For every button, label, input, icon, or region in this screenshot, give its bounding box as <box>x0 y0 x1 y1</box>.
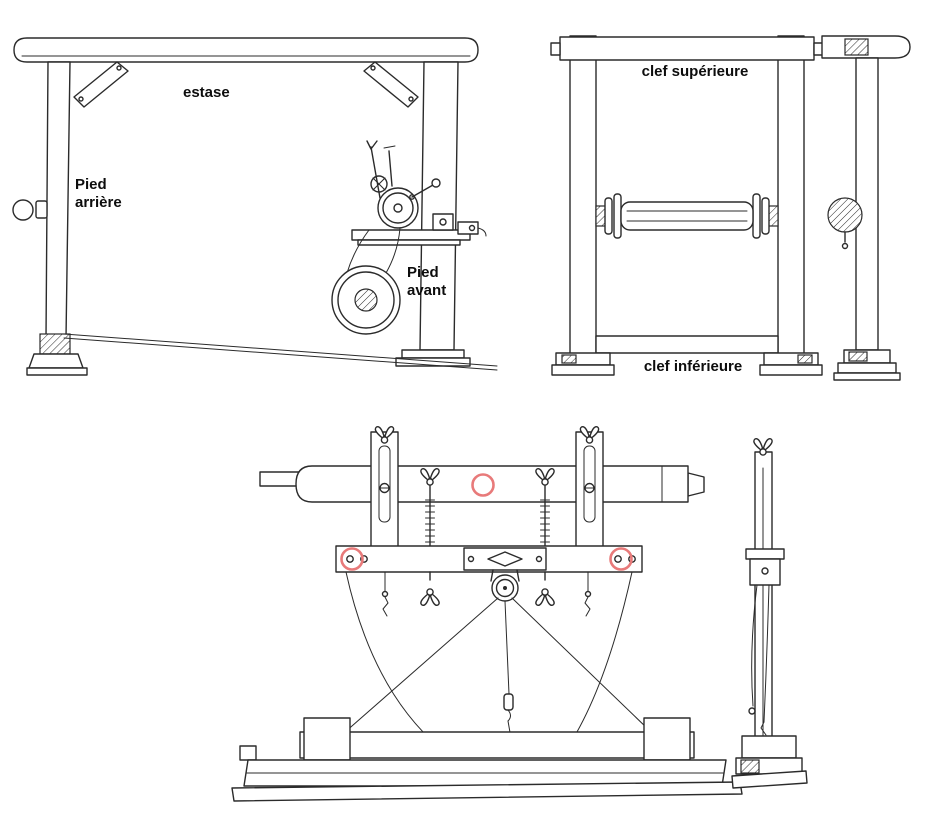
frame-front-view-figure: clef supérieure clef inférieure <box>550 35 824 376</box>
highlight-circle-right <box>609 547 633 571</box>
frame-profile-view-figure <box>821 35 911 381</box>
warp-roller <box>595 193 779 239</box>
tension-rope <box>63 333 498 367</box>
estase-beam <box>13 37 479 63</box>
pied-arriere-label-line2: arrière <box>75 194 122 211</box>
center-pulley <box>490 569 520 602</box>
estase-label: estase <box>183 84 230 101</box>
lower-key-beam <box>595 335 779 354</box>
slotted-upright-right <box>575 425 604 559</box>
pulley-wheel <box>331 227 401 335</box>
threaded-rod-right <box>535 467 555 553</box>
winch-mechanism <box>351 140 487 246</box>
left-post <box>569 35 597 359</box>
bottom-base <box>231 717 743 802</box>
pied-avant-label-line1: Pied <box>407 264 439 281</box>
right-post <box>777 35 805 359</box>
profile-post <box>855 57 879 351</box>
diamond-plate <box>487 551 523 567</box>
threaded-rod-left <box>420 467 440 553</box>
trestle-side-view-figure: estase Pied arrière Pied avant <box>12 37 498 376</box>
slotted-upright-left <box>370 425 399 559</box>
profile-wheel <box>827 197 863 233</box>
clef-superieure-label: clef supérieure <box>642 63 749 80</box>
pied-avant-label-line2: avant <box>407 282 446 299</box>
side-ring <box>12 199 34 221</box>
tensioner-profile-view-figure <box>731 437 808 789</box>
tensioner-top-beam <box>295 465 689 503</box>
rear-leg <box>45 61 71 339</box>
clef-inferieure-label: clef inférieure <box>644 358 742 375</box>
tensioner-front-view-figure <box>231 425 743 802</box>
pied-arriere-label-line1: Pied <box>75 176 107 193</box>
upper-key-beam <box>559 36 815 61</box>
highlight-circle-left <box>340 547 364 571</box>
side-ring-bracket <box>35 200 48 219</box>
highlight-circle-top <box>471 473 495 497</box>
front-leg <box>419 61 459 351</box>
